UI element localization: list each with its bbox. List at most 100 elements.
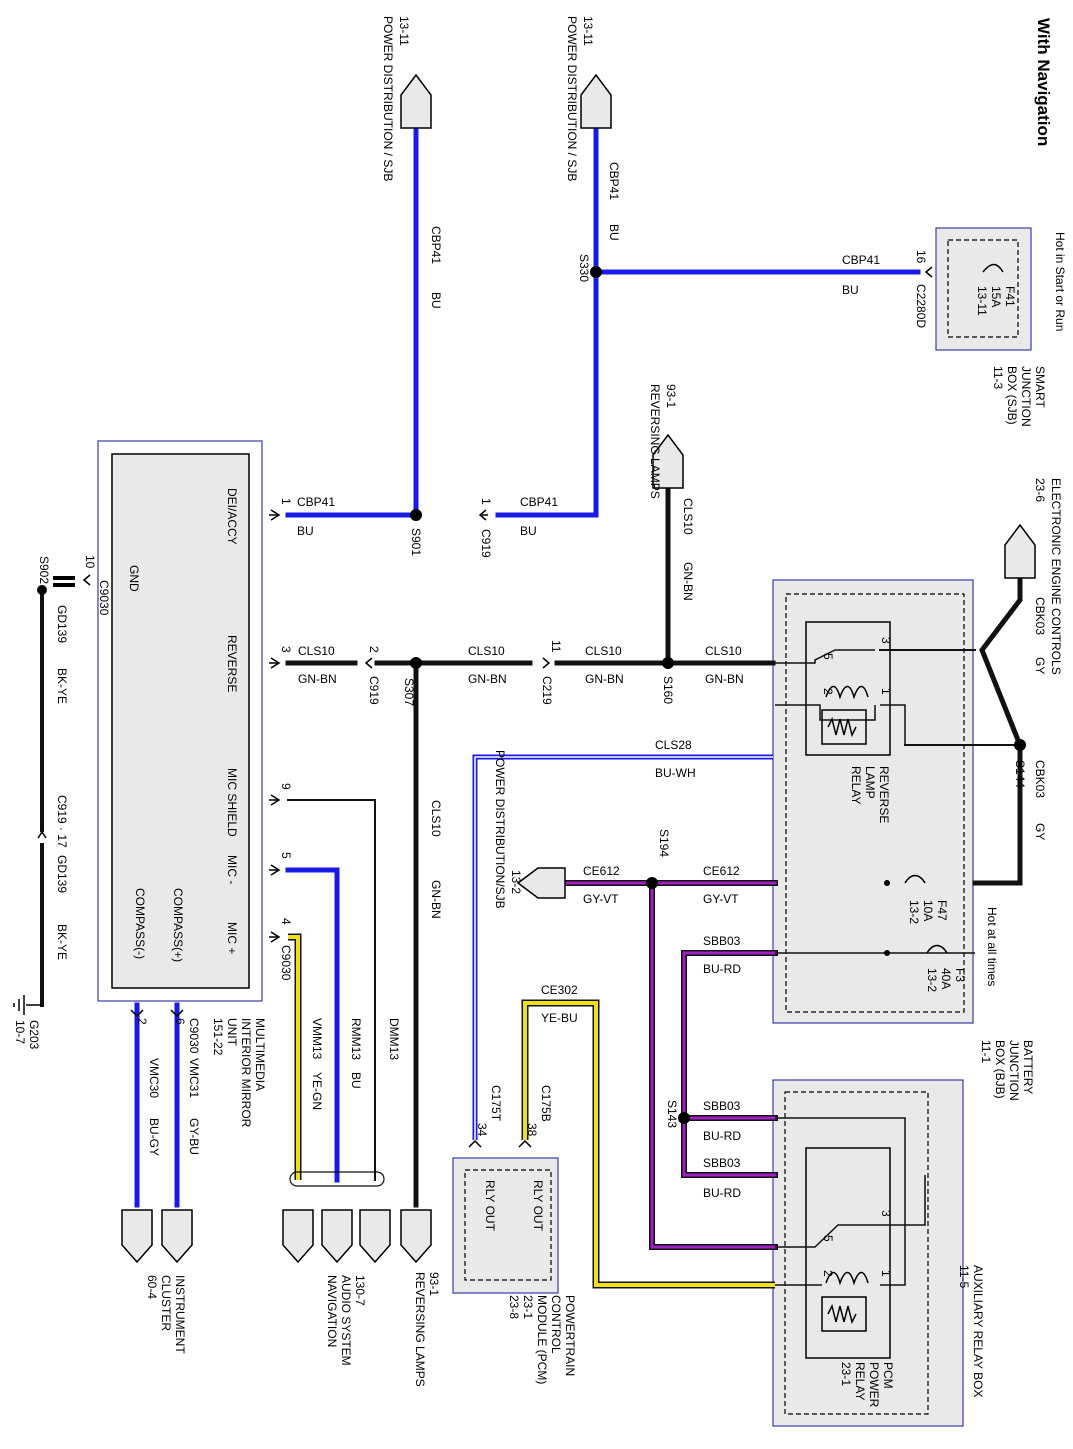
label-wire-sjb-color: BU (842, 283, 859, 297)
title-group: With Navigation (1034, 18, 1053, 146)
splice-s902 (37, 585, 47, 595)
label-wire-sbb03-a-color: BU-RD (703, 962, 741, 976)
label-wire-gd139-a-circuit: GD139 (55, 605, 69, 643)
horizontal-wire-labels: CBP41 BU CBP41 BU CBP41 BU CLS10 GN-BN C… (297, 253, 880, 1200)
label-power-top2-circuit: CBP41 (607, 162, 621, 200)
label-pcm-lines-0: POWERTRAIN (563, 1295, 577, 1376)
label-connectors-c9030-comp-pin1: 6 (173, 1018, 187, 1025)
label-audio-lines-0: AUDIO SYSTEM (339, 1275, 353, 1366)
splice-s901 (410, 509, 422, 521)
label-wire-vmm13-circuit: VMM13 (310, 1018, 324, 1060)
power-top2-pentagon (580, 73, 612, 129)
label-splices-s307: S307 (402, 678, 416, 706)
splice-s160 (662, 657, 674, 669)
label-bjb-f3-1: 40A (939, 968, 953, 989)
relay-internal-lines (775, 649, 975, 1286)
label-wire-vmc30-circuit: VMC30 (147, 1058, 161, 1098)
label-splices-s901: S901 (409, 528, 423, 556)
label-mirror-lines-1: INTERIOR MIRROR (239, 1018, 253, 1128)
splice-s143 (678, 1112, 690, 1124)
label-wire-sbb03-c-color: BU-RD (703, 1186, 741, 1200)
label-wire-s307-down-color: GN-BN (429, 880, 443, 919)
label-bjb-f47-0: F47 (935, 900, 949, 921)
label-pcm-relay-pins-2: 2 (821, 1270, 835, 1277)
relay-coils (821, 685, 869, 1332)
label-bjb-f47-2: 13-2 (907, 900, 921, 924)
label-wire-rev-a-color: GN-BN (298, 672, 337, 686)
eec-labels: ELECTRONIC ENGINE CONTROLS 23-6 (1033, 478, 1063, 675)
blue-white-wire (472, 754, 773, 1140)
pin-number-labels: 1 1 3 2 11 9 5 4 10 6 2 34 38 16 (83, 250, 928, 1137)
label-connectors-c9030-mic-pin: 4 (279, 918, 293, 925)
label-connectors-c919a-pin: 1 (479, 498, 493, 505)
label-wire-rev-s160-color: GN-BN (705, 672, 744, 686)
purple-wires (562, 880, 778, 1250)
label-wire-top1-vert-circuit: CBP41 (429, 226, 443, 264)
label-connectors-c219: C219 (540, 676, 554, 705)
label-pcm-lines-2: MODULE (PCM) (535, 1295, 549, 1384)
label-reversing-bottom-name: REVERSING LAMPS (413, 1272, 427, 1387)
label-reverse-relay-pins-3: 1 (879, 688, 893, 695)
label-bjb-f3-2: 13-2 (925, 968, 939, 992)
label-connectors-c9030-gnd-pin: 10 (83, 555, 97, 569)
label-pcm-relay-pins-1: 5 (821, 1235, 835, 1242)
label-wire-ce612-b-color: GY-VT (703, 892, 739, 906)
label-wire-s144-down-circuit: CBK03 (1033, 760, 1047, 798)
label-wire-sbb03-b-circuit: SBB03 (703, 1099, 741, 1113)
label-pcm-lines-3: 23-1 (521, 1295, 535, 1319)
connector-pentagons (121, 73, 1036, 1264)
fuse-symbols (904, 263, 1004, 954)
label-reverse-relay-pins-2: 2 (821, 688, 835, 695)
splice-labels: S330 S901 S160 S307 S144 S194 S143 S902 (37, 254, 1027, 1128)
label-wire-rev-a-circuit: CLS10 (298, 644, 335, 658)
label-mirror-pins-mic-minus: MIC - (225, 855, 239, 884)
label-bjb-lines-1: JUNCTION (1007, 1040, 1021, 1101)
label-wire-vmc31-color: GY-BU (187, 1118, 201, 1155)
audio-pentagon-2 (321, 1209, 353, 1264)
label-power-dist-bjb-name: POWER DISTRIBUTION/SJB (493, 750, 507, 909)
label-connectors-c9030-mic: C9030 (279, 945, 293, 981)
smart-junction-box (935, 227, 1032, 351)
label-splices-s143: S143 (665, 1100, 679, 1128)
audio-pentagon-1 (359, 1209, 391, 1264)
label-cluster-lines-1: CLUSTER (159, 1275, 173, 1331)
label-reversing-bottom-ref: 93-1 (427, 1272, 441, 1296)
label-sjb-lines-2: BOX (SJB) (1005, 366, 1019, 425)
label-bjb-lines-3: 11-1 (979, 1040, 993, 1063)
splice-s194 (646, 877, 658, 889)
pcm-power-relay (805, 1147, 891, 1359)
label-sjb-pin: 16 (914, 250, 928, 264)
label-wire-top1-vert-color: BU (429, 292, 443, 309)
label-connectors-mirror-pin-dei: 1 (279, 498, 293, 505)
label-connectors-c175b: C175B (539, 1085, 553, 1122)
label-wire-rmm13-circuit: RMM13 (349, 1018, 363, 1060)
bjb-labels: BATTERY JUNCTION BOX (BJB) 11-1 F47 10A … (907, 900, 1035, 1101)
label-pcm-relay-lines-2: RELAY (853, 1362, 867, 1400)
power-dist-bjb-labels: 13-2 POWER DISTRIBUTION/SJB (493, 750, 523, 909)
reverse-relay-labels: REVERSE LAMP RELAY 3 5 2 1 (821, 637, 893, 823)
label-power-dist-bjb-ref: 13-2 (509, 870, 523, 894)
label-splices-s144: S144 (1013, 760, 1027, 788)
label-reverse-relay-lines-2: RELAY (849, 766, 863, 804)
label-wire-dmm13-circuit: DMM13 (387, 1018, 401, 1060)
yellow-wires (288, 933, 775, 1289)
label-sjb-lines-1: JUNCTION (1019, 366, 1033, 427)
label-wire-ce612-a-color: GY-VT (583, 892, 619, 906)
pin-markers (884, 880, 890, 956)
label-audio-ref: 130-7 (353, 1275, 367, 1306)
label-cluster-ref: 60-4 (145, 1275, 159, 1299)
label-wire-s330-left-circuit: CBP41 (520, 495, 558, 509)
label-wire-ce302-color: YE-BU (541, 1011, 578, 1025)
label-mirror-lines-2: UNIT (225, 1018, 239, 1047)
label-wire-rev-c919-circuit: CLS10 (468, 644, 505, 658)
label-reverse-relay-lines-1: LAMP (863, 766, 877, 799)
label-sjb-connector: C2280D (914, 284, 928, 328)
pcm-module (452, 1157, 559, 1294)
label-connectors-c919b-pin: 2 (367, 646, 381, 653)
label-mirror-pins-mic-shield: MIC SHIELD (225, 768, 239, 837)
label-eec-ref: 23-6 (1033, 478, 1047, 502)
label-power-top2-name: POWER DISTRIBUTION / SJB (565, 16, 579, 181)
label-reversing-top-circuit: CLS10 (681, 498, 695, 535)
label-bjb-f3-0: F3 (953, 968, 967, 982)
label-connectors-mirror-pin-ms: 9 (279, 783, 293, 790)
